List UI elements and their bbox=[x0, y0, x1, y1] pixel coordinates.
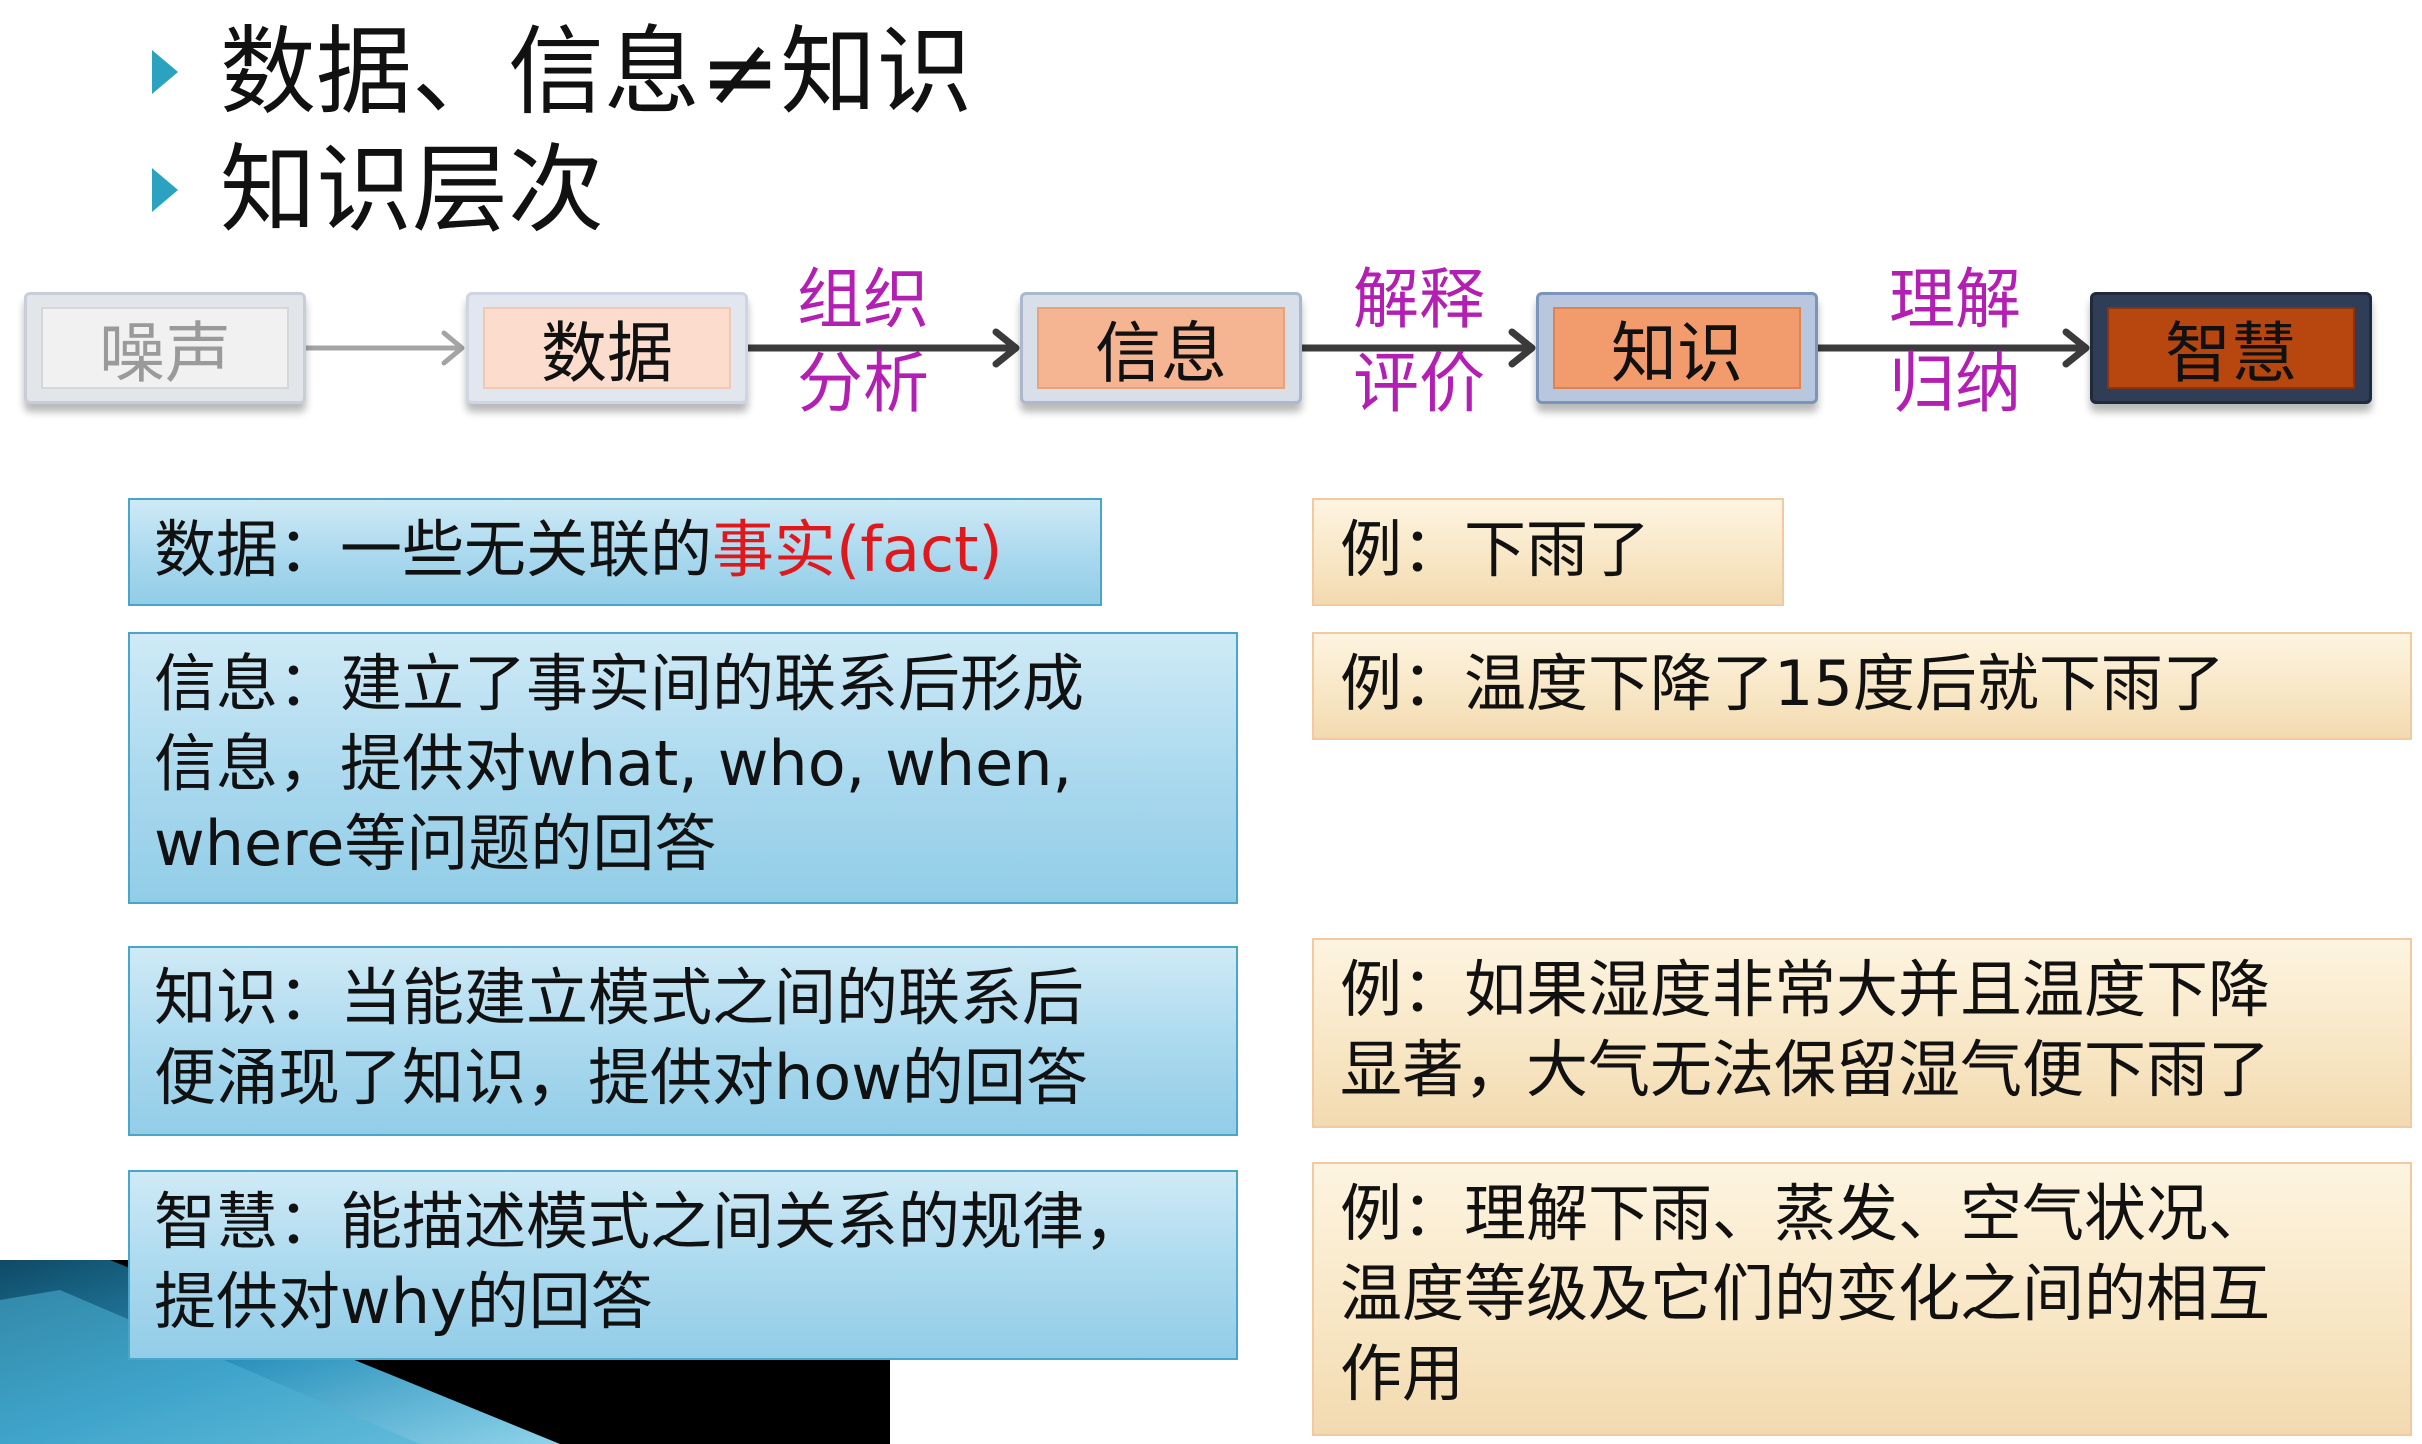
node-label: 信息 bbox=[1037, 307, 1285, 392]
example-line: 温度等级及它们的变化之间的相互 bbox=[1340, 1257, 2271, 1330]
definition-line: 信息：建立了事实间的联系后形成 bbox=[154, 647, 1085, 720]
definition-line: 便涌现了知识，提供对how的回答 bbox=[154, 1041, 1088, 1114]
bullet-knowledge-hierarchy: 知识层次 bbox=[152, 142, 604, 238]
edge-label-top: 理解 bbox=[1889, 261, 2021, 338]
example-wisdom: 例：理解下雨、蒸发、空气状况、 温度等级及它们的变化之间的相互 作用 bbox=[1312, 1162, 2412, 1436]
node-data: 数据 bbox=[466, 292, 748, 404]
arrow-noise-data bbox=[303, 330, 465, 366]
edge-label-top: 组织 bbox=[797, 261, 929, 338]
edge-label-bottom: 分析 bbox=[797, 345, 929, 422]
edge-label-bottom: 评价 bbox=[1353, 345, 1485, 422]
definition-line: where等问题的回答 bbox=[154, 807, 717, 880]
definition-highlight: 事实(fact) bbox=[712, 513, 1003, 586]
bullet-text: 数据、信息≠知识 bbox=[220, 16, 973, 128]
node-label: 智慧 bbox=[2107, 307, 2355, 392]
example-line: 例：温度下降了15度后就下雨了 bbox=[1340, 647, 2225, 720]
definition-line: 知识：当能建立模式之间的联系后 bbox=[154, 961, 1085, 1034]
definition-text: 数据：一些无关联的 bbox=[154, 513, 713, 586]
bullet-data-info-not-knowledge: 数据、信息≠知识 bbox=[152, 24, 972, 120]
node-label: 知识 bbox=[1553, 307, 1801, 392]
example-knowledge: 例：如果湿度非常大并且温度下降 显著，大气无法保留湿气便下雨了 bbox=[1312, 938, 2412, 1128]
definition-information: 信息：建立了事实间的联系后形成 信息，提供对what, who, when, w… bbox=[128, 632, 1238, 904]
arrow-knowledge-wisdom bbox=[1814, 328, 2090, 368]
node-label: 数据 bbox=[483, 307, 731, 392]
example-data: 例：下雨了 bbox=[1312, 498, 1784, 606]
node-noise: 噪声 bbox=[24, 292, 306, 404]
bullet-triangle-icon bbox=[152, 50, 178, 94]
example-line: 显著，大气无法保留湿气便下雨了 bbox=[1340, 1033, 2271, 1106]
edge-label-top: 解释 bbox=[1353, 261, 1485, 338]
definition-line: 提供对why的回答 bbox=[154, 1265, 653, 1338]
bullet-triangle-icon bbox=[152, 168, 178, 212]
node-information: 信息 bbox=[1020, 292, 1302, 404]
edge-label-bottom: 归纳 bbox=[1889, 345, 2021, 422]
definition-knowledge: 知识：当能建立模式之间的联系后 便涌现了知识，提供对how的回答 bbox=[128, 946, 1238, 1136]
definition-wisdom: 智慧：能描述模式之间关系的规律， 提供对why的回答 bbox=[128, 1170, 1238, 1360]
definition-line: 数据：一些无关联的事实(fact) bbox=[154, 510, 1076, 590]
node-knowledge: 知识 bbox=[1536, 292, 1818, 404]
arrow-data-info bbox=[744, 328, 1020, 368]
example-line: 作用 bbox=[1340, 1337, 1465, 1410]
edge-label-understand-induce: 理解 归纳 bbox=[1870, 258, 2040, 426]
arrow-info-knowledge bbox=[1298, 328, 1536, 368]
definition-line: 智慧：能描述模式之间关系的规律， bbox=[154, 1185, 1147, 1258]
example-line: 例：下雨了 bbox=[1340, 513, 1651, 586]
example-information: 例：温度下降了15度后就下雨了 bbox=[1312, 632, 2412, 740]
flow-arrows bbox=[303, 328, 2090, 368]
definition-line: 信息，提供对what, who, when, bbox=[154, 727, 1073, 800]
node-label: 噪声 bbox=[41, 307, 289, 392]
edge-label-interpret-evaluate: 解释 评价 bbox=[1334, 258, 1504, 426]
definition-data: 数据：一些无关联的事实(fact) bbox=[128, 498, 1102, 606]
node-wisdom: 智慧 bbox=[2090, 292, 2372, 404]
edge-label-organize-analyze: 组织 分析 bbox=[778, 258, 948, 426]
bullet-text: 知识层次 bbox=[220, 134, 604, 246]
example-line: 例：理解下雨、蒸发、空气状况、 bbox=[1340, 1177, 2271, 1250]
example-line: 例：如果湿度非常大并且温度下降 bbox=[1340, 953, 2271, 1026]
